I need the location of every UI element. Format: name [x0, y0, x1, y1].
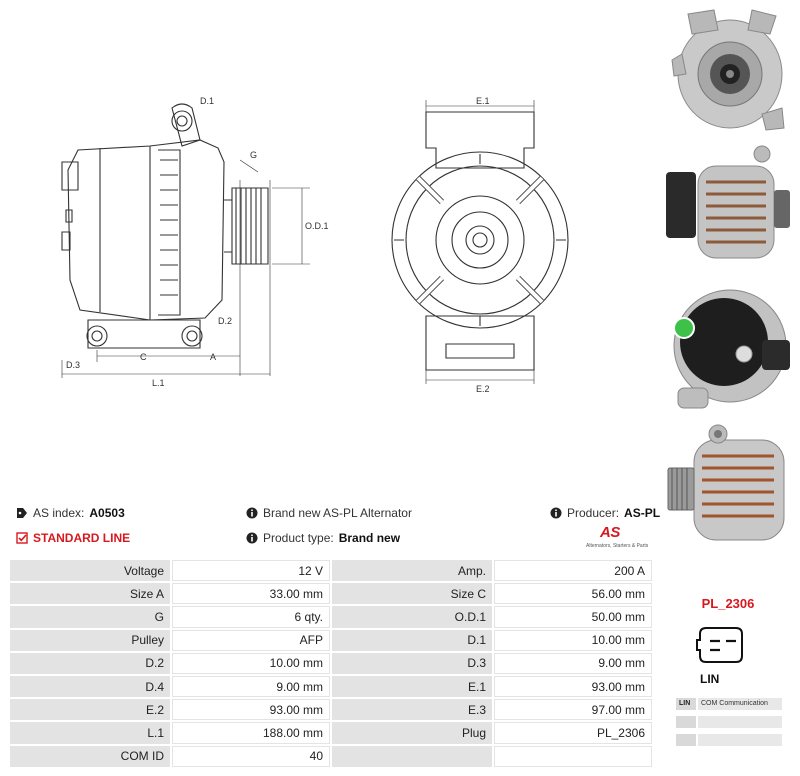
- spec-value: 40: [172, 745, 330, 767]
- spec-key: L.1: [10, 722, 170, 744]
- label-e1: E.1: [476, 96, 490, 106]
- label-a: A: [210, 352, 216, 362]
- label-d2: D.2: [218, 316, 232, 326]
- info-icon: [246, 507, 258, 519]
- spec-value: [494, 745, 652, 767]
- spec-value: 97.00 mm: [494, 699, 652, 721]
- description: Brand new AS-PL Alternator: [246, 506, 412, 520]
- spec-key: Size C: [332, 583, 492, 605]
- info-icon: [550, 507, 562, 519]
- producer-label: Producer:: [567, 506, 620, 520]
- spec-value: 93.00 mm: [172, 699, 330, 721]
- spec-value: 188.00 mm: [172, 722, 330, 744]
- product-photo-front[interactable]: [658, 4, 798, 139]
- spec-key: O.D.1: [332, 606, 492, 628]
- label-d3: D.3: [66, 360, 80, 370]
- spec-key: Voltage: [10, 560, 170, 582]
- spec-key: Plug: [332, 722, 492, 744]
- tag-icon: [17, 508, 27, 518]
- as-pl-logo: AS Alternators, Starters & Parts: [586, 524, 652, 554]
- pin-row: [676, 716, 782, 728]
- product-info: AS index: A0503 STANDARD LINE Brand new …: [14, 504, 660, 556]
- spec-key: D.4: [10, 675, 170, 698]
- pin-id: LIN: [676, 698, 696, 710]
- spec-value: AFP: [172, 629, 330, 651]
- spec-value: 10.00 mm: [494, 629, 652, 651]
- label-g: G: [250, 150, 257, 160]
- pin-description: [698, 716, 782, 728]
- pin-description: [698, 734, 782, 746]
- pin-row: [676, 734, 782, 746]
- technical-drawing: D.1 G O.D.1 D.2 D.3 C A L.1 E.1 E.2: [0, 0, 660, 470]
- as-index-value: A0503: [89, 506, 125, 520]
- spec-value: 12 V: [172, 560, 330, 582]
- spec-key: D.2: [10, 652, 170, 674]
- spec-key: G: [10, 606, 170, 628]
- label-c: C: [140, 352, 147, 362]
- spec-value: 9.00 mm: [172, 675, 330, 698]
- spec-value: 10.00 mm: [172, 652, 330, 674]
- pin-row: LIN COM Communication: [676, 698, 782, 710]
- as-index: AS index: A0503: [16, 506, 125, 520]
- pin-id: [676, 734, 696, 746]
- pin-id: [676, 716, 696, 728]
- plug-pin-list: LIN COM Communication: [676, 698, 782, 752]
- spec-value: PL_2306: [494, 722, 652, 744]
- product-type-label: Product type:: [263, 531, 334, 545]
- plug-code: PL_2306: [701, 596, 755, 611]
- spec-key: D.3: [332, 652, 492, 674]
- spec-value: 200 A: [494, 560, 652, 582]
- label-l1: L.1: [152, 378, 165, 388]
- spec-key: Size A: [10, 583, 170, 605]
- logo-tagline: Alternators, Starters & Parts: [586, 543, 649, 549]
- spec-key: [332, 745, 492, 767]
- spec-key: E.2: [10, 699, 170, 721]
- spec-value: 50.00 mm: [494, 606, 652, 628]
- product-photo-pulley-side[interactable]: [658, 420, 798, 555]
- label-d1: D.1: [200, 96, 214, 106]
- spec-key: Pulley: [10, 629, 170, 651]
- standard-line-label: STANDARD LINE: [33, 531, 131, 545]
- plug-connector-icon: [696, 624, 746, 666]
- dimension-drawing-svg: D.1 G O.D.1 D.2 D.3 C A L.1 E.1 E.2: [61, 96, 569, 394]
- standard-line: STANDARD LINE: [16, 531, 130, 545]
- as-index-label: AS index:: [33, 506, 85, 520]
- producer-value: AS-PL: [624, 506, 661, 520]
- spec-value: 93.00 mm: [494, 675, 652, 698]
- pin-description: COM Communication: [698, 698, 782, 710]
- label-e2: E.2: [476, 384, 490, 394]
- spec-value: 33.00 mm: [172, 583, 330, 605]
- description-text: Brand new AS-PL Alternator: [263, 506, 412, 520]
- product-photo-column: [658, 0, 800, 580]
- label-od1: O.D.1: [305, 221, 329, 231]
- logo-mark: AS: [600, 524, 620, 541]
- spec-key: Amp.: [332, 560, 492, 582]
- product-type: Product type: Brand new: [246, 531, 400, 545]
- spec-key: E.3: [332, 699, 492, 721]
- spec-key: COM ID: [10, 745, 170, 767]
- info-icon: [246, 532, 258, 544]
- product-photo-side[interactable]: [658, 142, 798, 277]
- spec-value: 6 qty.: [172, 606, 330, 628]
- spec-value: 9.00 mm: [494, 652, 652, 674]
- spec-key: E.1: [332, 675, 492, 698]
- plug-name: LIN: [700, 672, 720, 686]
- check-square-icon: [16, 532, 28, 544]
- spec-value: 56.00 mm: [494, 583, 652, 605]
- product-photo-rear[interactable]: [658, 280, 798, 415]
- producer: Producer: AS-PL: [550, 506, 660, 520]
- product-type-value: Brand new: [338, 531, 401, 545]
- spec-key: D.1: [332, 629, 492, 651]
